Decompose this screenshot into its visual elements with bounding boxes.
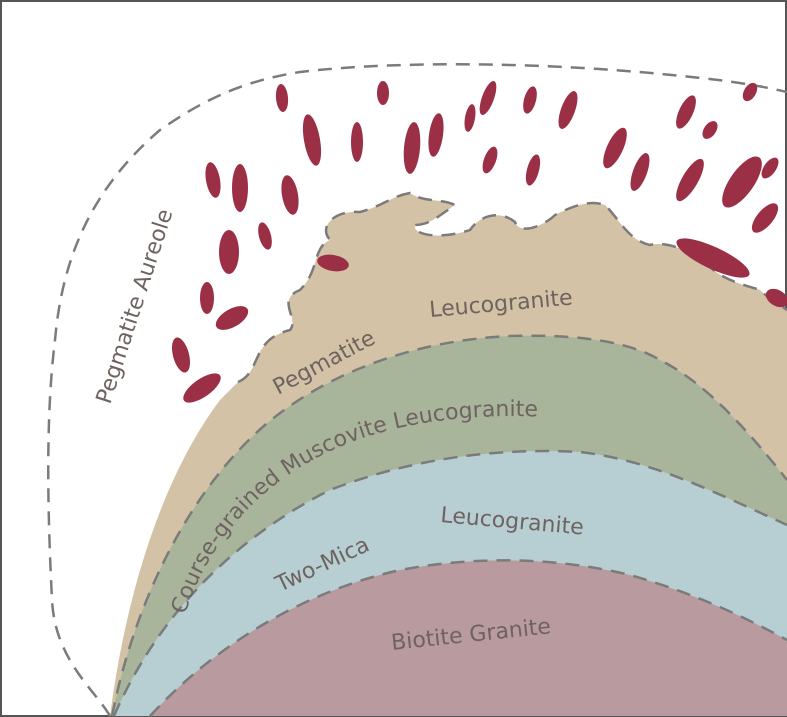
pegmatite-dike <box>351 122 363 162</box>
pegmatite-dike <box>200 282 214 314</box>
pegmatite-dike <box>377 81 389 105</box>
pegmatite-dike <box>232 164 248 212</box>
pegmatite-dike <box>219 230 239 274</box>
